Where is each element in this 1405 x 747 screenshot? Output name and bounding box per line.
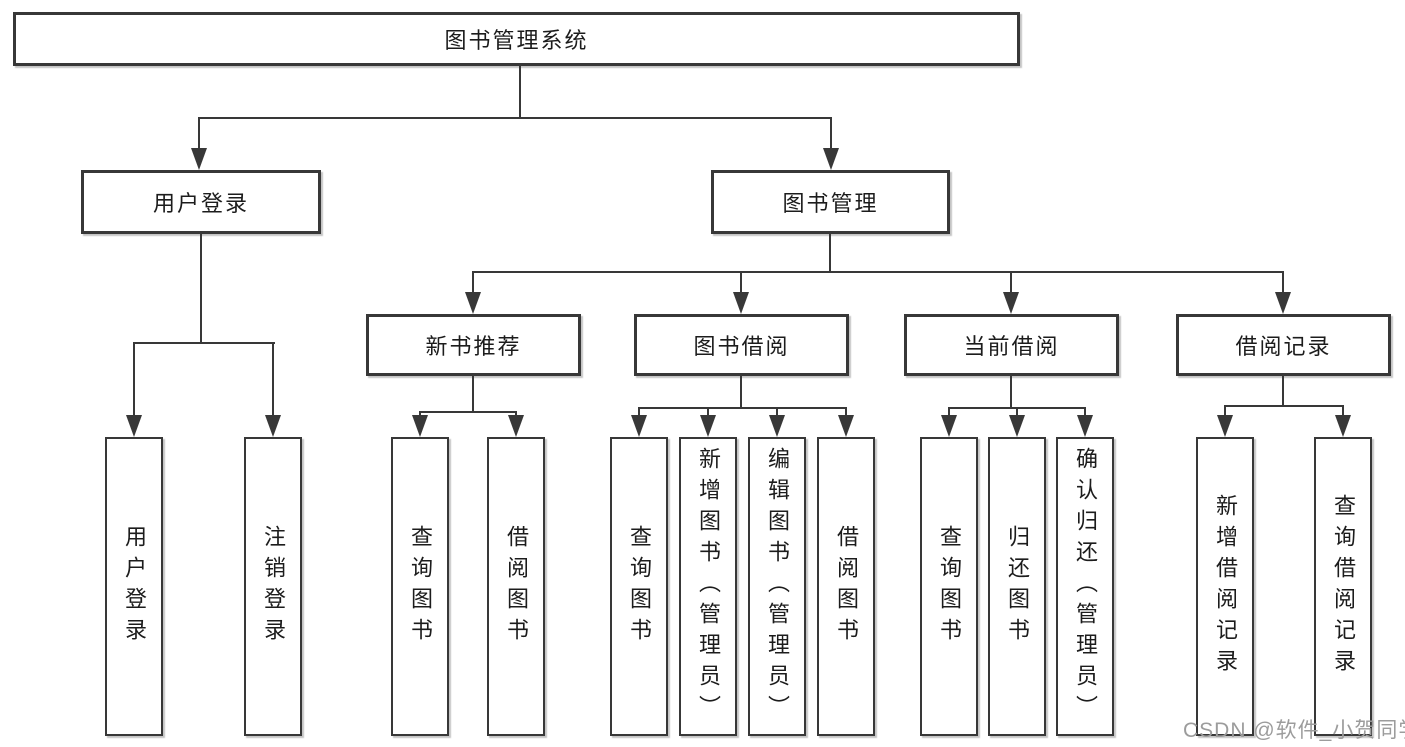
connector-root-rail (198, 117, 832, 119)
leaf-records-query: 查询借阅记录 (1314, 437, 1372, 736)
connector-current-child2 (1016, 407, 1018, 417)
leaf-borrow-add-admin-label: 新增图书（管理员） (696, 447, 721, 726)
arrowhead-current-child2 (1009, 415, 1025, 437)
connector-to-borrow (740, 271, 742, 294)
arrowhead-userlogin-child2 (265, 415, 281, 437)
connector-borrow-stem (740, 376, 742, 409)
connector-bookmgmt-stem (829, 234, 831, 273)
connector-userlogin-rail (133, 342, 275, 344)
connector-userlogin-stem (200, 234, 202, 343)
leaf-borrow-book: 借阅图书 (817, 437, 875, 736)
leaf-newbook-borrow-label: 借阅图书 (504, 524, 529, 649)
node-current-borrow-label: 当前借阅 (963, 334, 1060, 359)
connector-newbook-rail (419, 411, 517, 413)
node-book-management-label: 图书管理 (782, 191, 879, 216)
connector-to-current (1010, 271, 1012, 294)
leaf-current-confirm-admin: 确认归还（管理员） (1056, 437, 1114, 736)
leaf-newbook-query: 查询图书 (391, 437, 449, 736)
connector-root-stem (519, 66, 521, 118)
connector-borrow-rail (638, 407, 847, 409)
leaf-borrow-edit-admin-label: 编辑图书（管理员） (765, 447, 790, 726)
arrowhead-borrow-child3 (769, 415, 785, 437)
leaf-current-return-label: 归还图书 (1005, 524, 1030, 649)
leaf-current-confirm-admin-label: 确认归还（管理员） (1073, 447, 1098, 726)
node-root-label: 图书管理系统 (444, 28, 589, 53)
leaf-current-query: 查询图书 (920, 437, 978, 736)
connector-to-user-login (198, 117, 200, 151)
leaf-logout-label: 注销登录 (261, 524, 286, 649)
arrowhead-current (1003, 292, 1019, 314)
connector-bookmgmt-rail (472, 271, 1284, 273)
connector-userlogin-child1 (133, 342, 135, 418)
csdn-watermark: CSDN @软件_小贺同学 (1183, 719, 1405, 742)
node-root: 图书管理系统 (13, 12, 1020, 66)
leaf-user-login-label: 用户登录 (122, 524, 147, 649)
arrowhead-records (1275, 292, 1291, 314)
arrowhead-borrow-child2 (700, 415, 716, 437)
leaf-borrow-add-admin: 新增图书（管理员） (679, 437, 737, 736)
arrowhead-records-child1 (1217, 415, 1233, 437)
node-new-book-recommend: 新书推荐 (366, 314, 581, 376)
connector-borrow-child4 (845, 407, 847, 417)
arrowhead-newbook-child1 (412, 415, 428, 437)
leaf-borrow-query: 查询图书 (610, 437, 668, 736)
leaf-records-query-label: 查询借阅记录 (1331, 493, 1356, 680)
arrowhead-newbook (465, 292, 481, 314)
leaf-logout: 注销登录 (244, 437, 302, 736)
connector-borrow-child1 (638, 407, 640, 417)
node-user-login-label: 用户登录 (152, 191, 249, 216)
arrowhead-borrow-child1 (631, 415, 647, 437)
arrowhead-book-mgmt (823, 148, 839, 170)
leaf-records-add: 新增借阅记录 (1196, 437, 1254, 736)
connector-to-newbook (472, 271, 474, 294)
connector-to-records (1282, 271, 1284, 294)
node-book-borrow-label: 图书借阅 (693, 334, 790, 359)
connector-borrow-child2 (707, 407, 709, 417)
leaf-current-return: 归还图书 (988, 437, 1046, 736)
leaf-newbook-borrow: 借阅图书 (487, 437, 545, 736)
node-book-management: 图书管理 (711, 170, 950, 234)
connector-borrow-child3 (776, 407, 778, 417)
connector-current-child1 (948, 407, 950, 417)
connector-records-rail (1224, 405, 1344, 407)
leaf-current-query-label: 查询图书 (937, 524, 962, 649)
arrowhead-records-child2 (1335, 415, 1351, 437)
connector-records-child1 (1224, 405, 1226, 417)
arrowhead-current-child1 (941, 415, 957, 437)
node-user-login: 用户登录 (81, 170, 321, 234)
node-current-borrow: 当前借阅 (904, 314, 1119, 376)
connector-newbook-stem (472, 376, 474, 413)
arrowhead-user-login (191, 148, 207, 170)
arrowhead-newbook-child2 (508, 415, 524, 437)
node-new-book-recommend-label: 新书推荐 (425, 334, 522, 359)
connector-current-child3 (1084, 407, 1086, 417)
connector-userlogin-child2 (272, 342, 274, 418)
connector-to-book-mgmt (830, 117, 832, 151)
leaf-newbook-query-label: 查询图书 (408, 524, 433, 649)
node-borrow-records-label: 借阅记录 (1235, 334, 1332, 359)
node-borrow-records: 借阅记录 (1176, 314, 1391, 376)
connector-records-stem (1282, 376, 1284, 407)
leaf-borrow-edit-admin: 编辑图书（管理员） (748, 437, 806, 736)
node-book-borrow: 图书借阅 (634, 314, 849, 376)
connector-records-child2 (1342, 405, 1344, 417)
arrowhead-current-child3 (1077, 415, 1093, 437)
connector-current-stem (1010, 376, 1012, 409)
leaf-user-login: 用户登录 (105, 437, 163, 736)
arrowhead-borrow (733, 292, 749, 314)
leaf-borrow-query-label: 查询图书 (627, 524, 652, 649)
arrowhead-borrow-child4 (838, 415, 854, 437)
leaf-borrow-book-label: 借阅图书 (834, 524, 859, 649)
leaf-records-add-label: 新增借阅记录 (1213, 493, 1238, 680)
arrowhead-userlogin-child1 (126, 415, 142, 437)
